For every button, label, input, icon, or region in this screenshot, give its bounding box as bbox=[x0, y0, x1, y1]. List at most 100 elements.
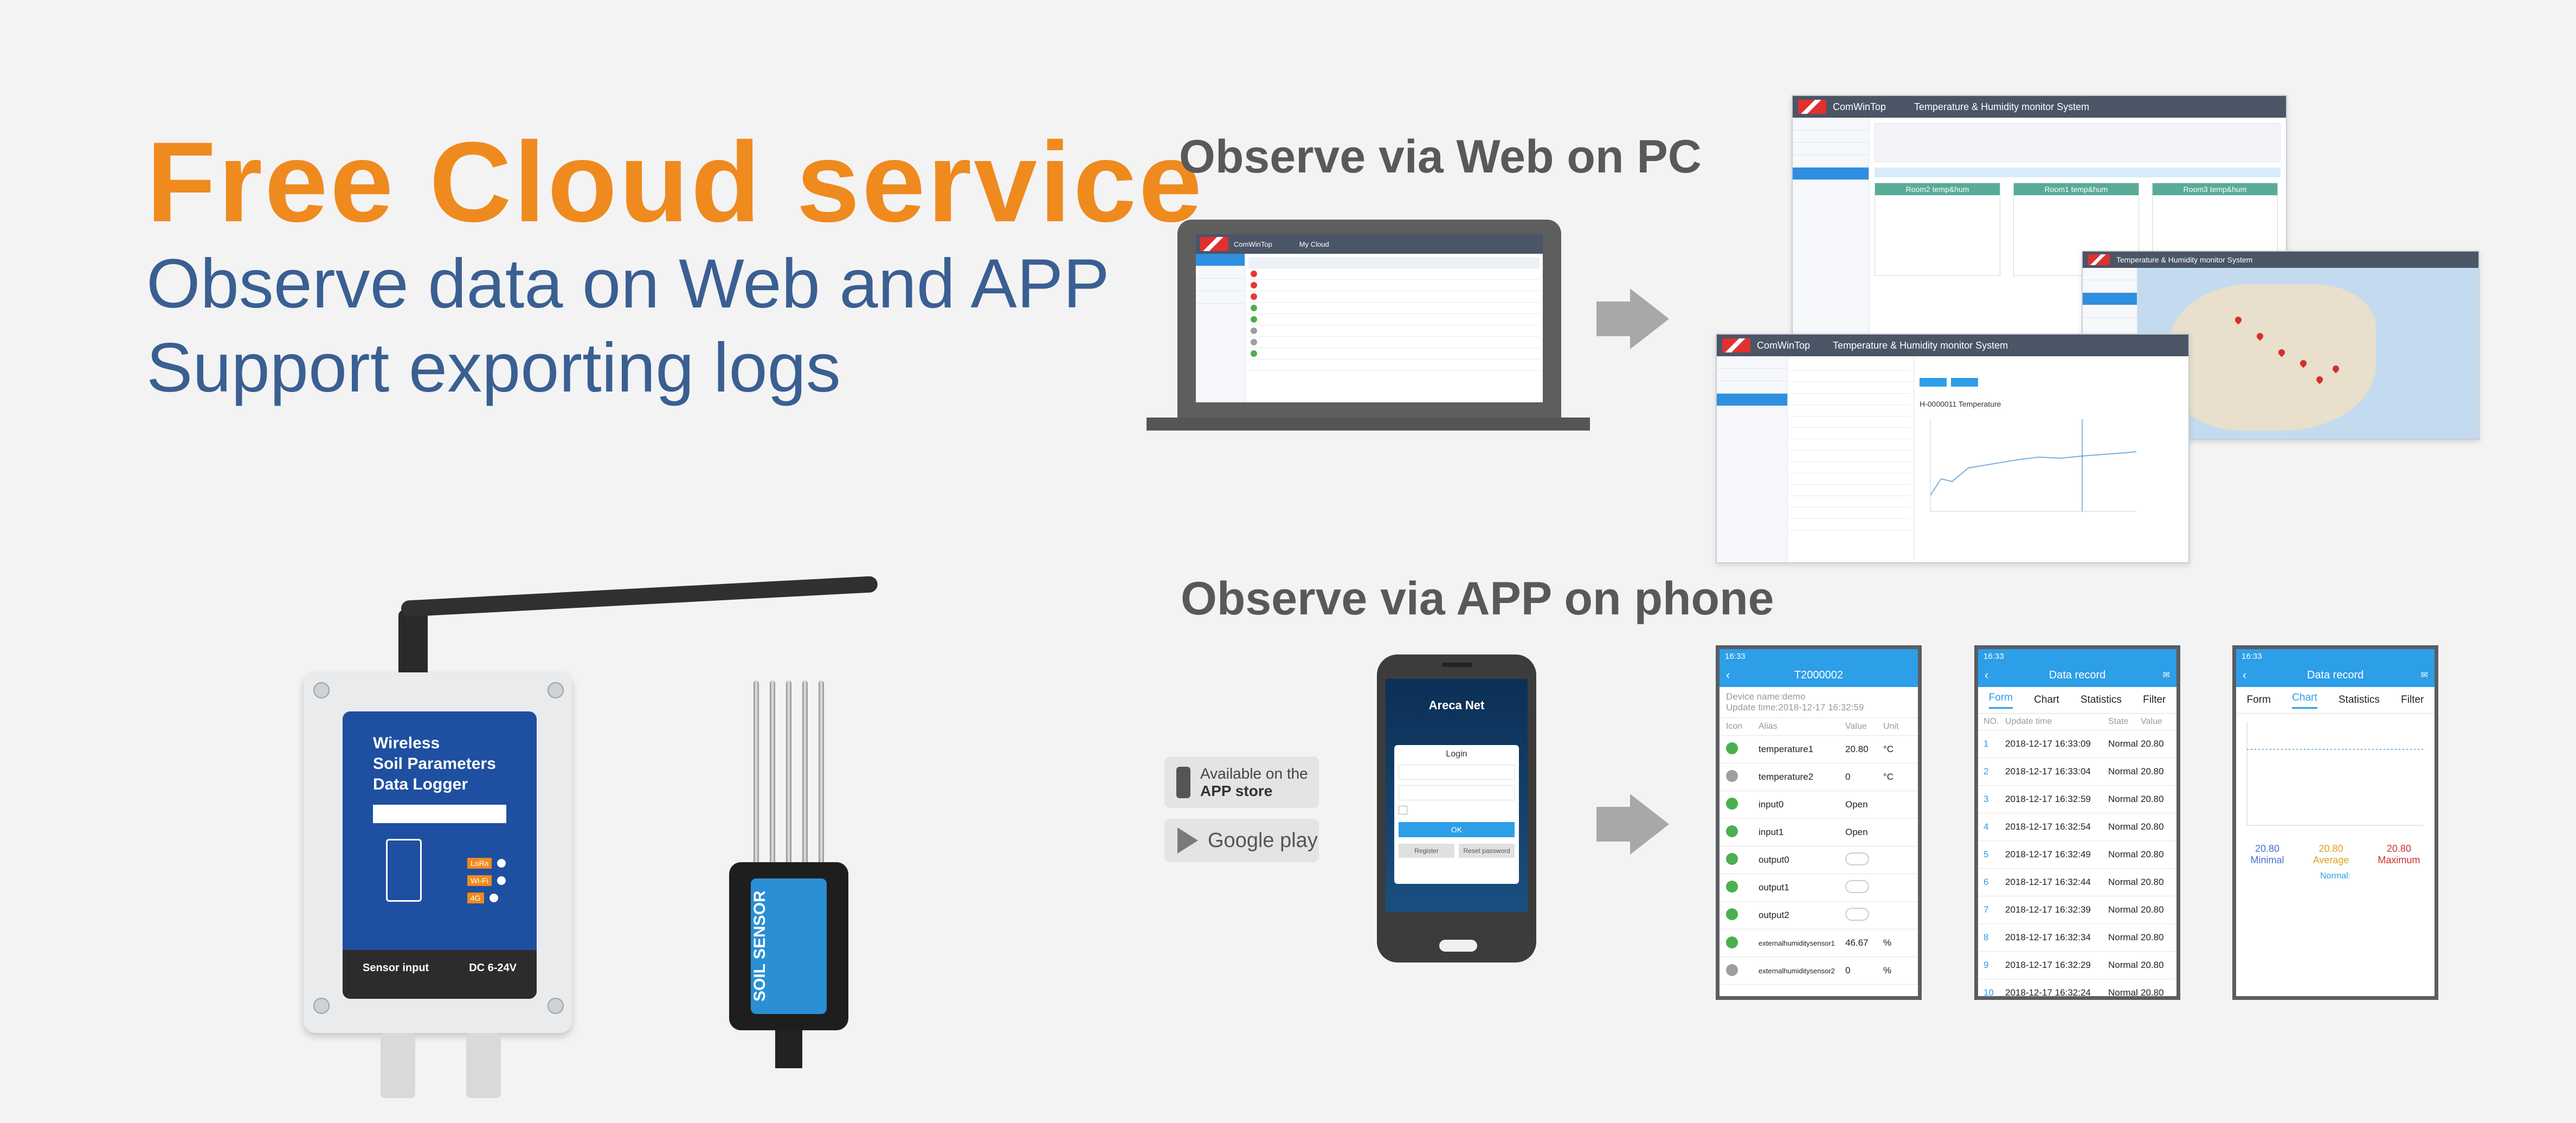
phone-speaker bbox=[1442, 663, 1472, 667]
tab-filter[interactable]: Filter bbox=[2143, 694, 2166, 705]
login-ok-button[interactable]: OK bbox=[1399, 822, 1515, 837]
tab-filter[interactable]: Filter bbox=[2401, 694, 2424, 705]
laptop-sidebar-item[interactable] bbox=[1196, 254, 1245, 266]
chart-screen-title: Data record bbox=[2307, 669, 2364, 681]
web-sidebar-item[interactable] bbox=[2083, 293, 2137, 305]
web-sidebar-item[interactable] bbox=[1793, 130, 1869, 143]
record-time: 2018-12-17 16:32:34 bbox=[2005, 932, 2091, 942]
record-state: Normal bbox=[2108, 904, 2138, 915]
export-button[interactable] bbox=[1951, 378, 1978, 387]
record-state: Normal bbox=[2108, 877, 2138, 887]
record-value: 20.80 bbox=[2141, 822, 2164, 832]
reset-password-button[interactable]: Reset password bbox=[1459, 844, 1515, 858]
probe-pin bbox=[754, 681, 759, 865]
device-row[interactable]: output1 bbox=[1720, 874, 1918, 902]
web-sidebar-item[interactable] bbox=[1793, 118, 1869, 130]
screw-icon bbox=[313, 998, 330, 1014]
laptop-sidebar-item[interactable] bbox=[1196, 291, 1245, 304]
auto-login-checkbox[interactable] bbox=[1399, 806, 1407, 814]
record-list bbox=[1788, 356, 1914, 562]
play-icon bbox=[1177, 827, 1198, 854]
mail-icon[interactable]: ✉ bbox=[2162, 671, 2170, 680]
web-sidebar-item[interactable] bbox=[1717, 369, 1787, 381]
login-brand: Areca Net bbox=[1428, 698, 1485, 712]
tab-chart[interactable]: Chart bbox=[2034, 694, 2059, 705]
phone-icon bbox=[1176, 766, 1190, 798]
web-sidebar-item[interactable] bbox=[1793, 155, 1869, 168]
output-toggle[interactable] bbox=[1845, 880, 1869, 893]
record-no: 3 bbox=[1983, 794, 1989, 804]
thermometer-icon bbox=[1726, 769, 1738, 782]
logger-line1: Wireless bbox=[373, 734, 440, 752]
query-button[interactable] bbox=[1920, 378, 1947, 387]
record-time: 2018-12-17 16:32:59 bbox=[2005, 794, 2091, 804]
web-sidebar-item[interactable] bbox=[1793, 143, 1869, 155]
web-brand: ComWinTop bbox=[1757, 339, 1811, 351]
offline-icon bbox=[1251, 339, 1257, 345]
web-map-window: Temperature & Humidity monitor System bbox=[2082, 251, 2480, 440]
tab-statistics[interactable]: Statistics bbox=[2338, 694, 2380, 705]
device-row[interactable]: input0 Open bbox=[1720, 791, 1918, 819]
web-sidebar-item[interactable] bbox=[2083, 305, 2137, 318]
probe-pin bbox=[786, 681, 791, 865]
arrow-right-icon bbox=[1596, 807, 1630, 842]
back-icon[interactable]: ‹ bbox=[1985, 668, 1989, 682]
laptop-sidebar-item[interactable] bbox=[1196, 279, 1245, 291]
tab-chart[interactable]: Chart bbox=[2292, 692, 2317, 709]
tab-form[interactable]: Form bbox=[1988, 692, 2013, 709]
alarm-icon bbox=[1251, 282, 1257, 288]
google-play-badge[interactable]: Google play bbox=[1164, 819, 1319, 862]
device-row[interactable]: temperature1 20.80 °C bbox=[1720, 736, 1918, 763]
web-sidebar-item[interactable] bbox=[1717, 381, 1787, 394]
web-sidebar-item[interactable] bbox=[1717, 394, 1787, 406]
back-icon[interactable]: ‹ bbox=[2243, 668, 2247, 682]
device-row[interactable]: input1 Open bbox=[1720, 819, 1918, 846]
laptop-sidebar-item[interactable] bbox=[1196, 266, 1245, 279]
record-no: 8 bbox=[1983, 932, 1989, 942]
web-system-title: Temperature & Humidity monitor System bbox=[2116, 255, 2253, 264]
record-value: 20.80 bbox=[2141, 739, 2164, 749]
device-row[interactable]: output2 bbox=[1720, 902, 1918, 929]
record-time: 2018-12-17 16:32:54 bbox=[2005, 822, 2091, 832]
google-play-label: Google play bbox=[1208, 829, 1318, 852]
output-toggle[interactable] bbox=[1845, 852, 1869, 865]
brand-logo-icon bbox=[1722, 338, 1750, 352]
output-toggle[interactable] bbox=[1845, 907, 1869, 921]
back-icon[interactable]: ‹ bbox=[1726, 668, 1730, 682]
phone-home-button[interactable] bbox=[1439, 940, 1477, 952]
device-name: Device name:demo bbox=[1726, 691, 1806, 702]
device-row[interactable]: externalhumiditysensor1 46.67 % bbox=[1720, 929, 1918, 957]
record-state: Normal bbox=[2108, 739, 2138, 749]
web-sidebar-item[interactable] bbox=[1717, 356, 1787, 369]
device-map[interactable] bbox=[2137, 268, 2478, 439]
device-row[interactable]: output0 bbox=[1720, 846, 1918, 874]
web-sidebar-item[interactable] bbox=[2083, 268, 2137, 280]
chart-label: H-0000011 Temperature bbox=[1920, 400, 2001, 408]
username-input[interactable] bbox=[1399, 765, 1515, 780]
web-system-title: Temperature & Humidity monitor System bbox=[1914, 101, 2090, 112]
register-button[interactable]: Register bbox=[1399, 844, 1454, 858]
row-value: 0 bbox=[1845, 965, 1851, 976]
device-row[interactable]: temperature2 0 °C bbox=[1720, 763, 1918, 791]
web-sidebar-item[interactable] bbox=[2083, 280, 2137, 293]
alarm-icon bbox=[1251, 293, 1257, 300]
web-sidebar-item[interactable] bbox=[1793, 168, 1869, 180]
record-title: Data record bbox=[2049, 669, 2106, 681]
tab-statistics[interactable]: Statistics bbox=[2080, 694, 2122, 705]
device-row[interactable]: externalhumiditysensor2 0 % bbox=[1720, 957, 1918, 985]
tab-form[interactable]: Form bbox=[2246, 694, 2271, 705]
app-store-badge[interactable]: Available on the APP store bbox=[1164, 756, 1319, 808]
led-label: 4G bbox=[467, 893, 484, 903]
mail-icon[interactable]: ✉ bbox=[2420, 671, 2428, 680]
password-input[interactable] bbox=[1399, 785, 1515, 800]
